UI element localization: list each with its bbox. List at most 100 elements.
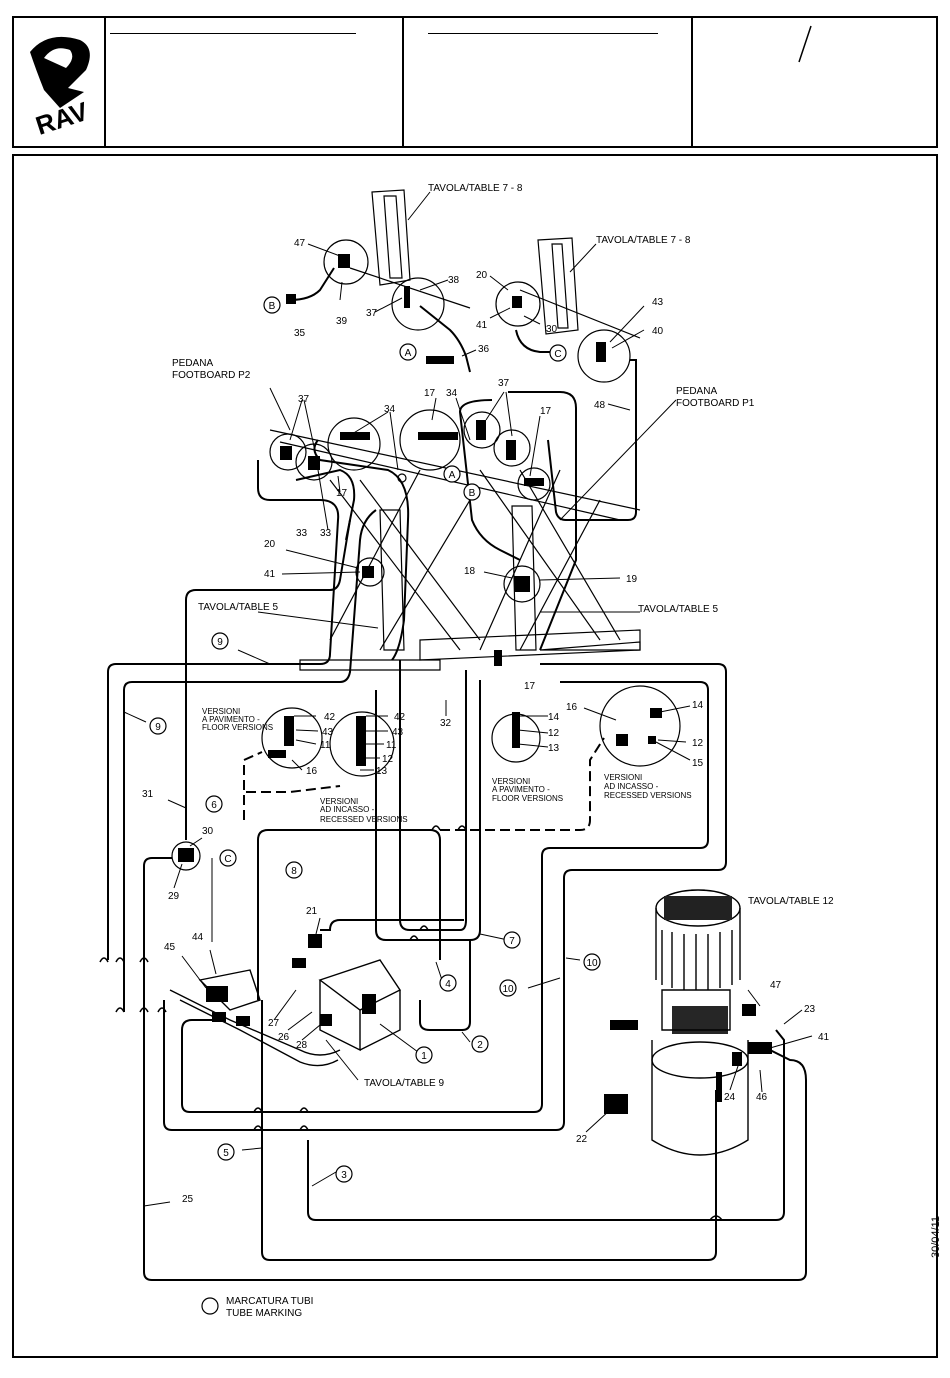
diagram-label: VERSIONI [202, 707, 240, 716]
diagram-label: 19 [626, 574, 638, 585]
diagram-label: TAVOLA/TABLE 7 - 8 [428, 183, 523, 194]
diagram-label: 17 [540, 406, 552, 417]
revision-date: 30/04/11 [930, 1215, 942, 1258]
diagram-label: 30 [202, 826, 214, 837]
diagram-label: 36 [478, 344, 490, 355]
diagram-label: FOOTBOARD P1 [676, 398, 755, 409]
diagram-label: 41 [264, 569, 276, 580]
marker-A-mid [443, 465, 461, 483]
diagram-label: 25 [182, 1194, 194, 1205]
diagram-label: A [405, 348, 412, 359]
diagram-label: 37 [298, 394, 310, 405]
diagram-label: 29 [168, 891, 180, 902]
diagram-label: 48 [594, 400, 606, 411]
diagram-label: 13 [548, 743, 560, 754]
diagram-label: 40 [652, 326, 664, 337]
diagram-label: AD INCASSO - [604, 782, 659, 791]
diagram-label: C [224, 854, 231, 865]
tube-25 [143, 857, 807, 1281]
legend-circle [201, 1297, 219, 1315]
tube-marking-10b [499, 979, 517, 997]
power-unit [651, 889, 749, 1156]
diagram-label: 32 [440, 718, 452, 729]
diagram-label: 1 [421, 1051, 427, 1062]
diagram-label: 34 [384, 404, 396, 415]
diagram-label: 43 [392, 727, 404, 738]
diagram-label: 17 [524, 681, 536, 692]
diagram-label: 47 [294, 238, 306, 249]
diagram-label: 37 [498, 378, 510, 389]
revision-slash [798, 25, 812, 63]
diagram-label: 8 [291, 866, 297, 877]
tube-marking-3 [335, 1165, 353, 1183]
tube-9 [107, 460, 377, 1012]
diagram-label: 18 [464, 566, 476, 577]
diagram-label: FOOTBOARD P2 [172, 370, 251, 381]
marker-C-top [549, 344, 567, 362]
tube-marking-4 [439, 974, 457, 992]
tube-marking-6 [205, 795, 223, 813]
diagram-label: B [269, 301, 276, 312]
diagram-label: A [449, 470, 456, 481]
tube-marking-circles [149, 296, 601, 1315]
diagram-label: 45 [164, 942, 176, 953]
diagram-label: FLOOR VERSIONS [202, 723, 273, 732]
tube-marking-7 [503, 931, 521, 949]
diagram-label: 16 [566, 702, 578, 713]
header-cell-1 [106, 18, 404, 146]
diagram-label: TAVOLA/TABLE 12 [748, 896, 834, 907]
diagram-label: 11 [320, 740, 331, 751]
diagram-label: 41 [818, 1032, 830, 1043]
logo-cell: RAV [14, 18, 106, 146]
marker-C-low [219, 849, 237, 867]
diagram-label: TUBE MARKING [226, 1308, 302, 1319]
diagram-label: 42 [324, 712, 336, 723]
diagram-label: 22 [576, 1134, 588, 1145]
diagram-label: 30 [546, 324, 558, 335]
diagram-label: TAVOLA/TABLE 9 [364, 1078, 444, 1089]
diagram-label: VERSIONI [320, 797, 358, 806]
drawing-frame [12, 154, 938, 1358]
diagram-label: 7 [509, 936, 515, 947]
diagram-label: 4 [445, 979, 451, 990]
diagram-label: C [554, 349, 561, 360]
table-labels: TAVOLA/TABLE 7 - 8 TAVOLA/TABLE 7 - 8 PE… [172, 183, 834, 1089]
diagram-label: 9 [155, 722, 161, 733]
tube-marking-2 [471, 1035, 489, 1053]
diagram-label: 20 [264, 539, 276, 550]
legend: MARCATURA TUBI TUBE MARKING [226, 1296, 313, 1319]
tube-8 [257, 829, 441, 1000]
diagram-label: 39 [336, 316, 348, 327]
diagram-label: 10 [586, 958, 598, 969]
upper-column-right [519, 237, 641, 339]
valve-block [169, 959, 402, 1067]
diagram-label: 9 [217, 637, 223, 648]
tube-5 [261, 1000, 717, 1261]
diagram-label: TAVOLA/TABLE 7 - 8 [596, 235, 691, 246]
diagram-label: 41 [476, 320, 488, 331]
diagram-label: 28 [296, 1040, 308, 1051]
diagram-label: 42 [394, 712, 406, 723]
diagram-label: 43 [652, 297, 664, 308]
diagram-label: 31 [142, 789, 154, 800]
diagram-label: 33 [320, 528, 332, 539]
diagram-label: RECESSED VERSIONS [604, 791, 692, 800]
fittings [178, 254, 772, 1114]
header-cell-3 [693, 18, 936, 146]
tube-3 [307, 1029, 785, 1221]
diagram-label: 3 [341, 1170, 347, 1181]
part-number-labels: 47 39 35 37 38 41 20 30 36 43 40 48 37 3… [142, 238, 830, 1205]
diagram-label: 2 [477, 1040, 483, 1051]
tube-marking-5 [217, 1143, 235, 1161]
rav-logo: RAV [30, 36, 92, 141]
diagram-label: VERSIONI [604, 773, 642, 782]
diagram-label: 12 [548, 728, 560, 739]
diagram-label: PEDANA [172, 358, 213, 369]
tube-main-right [163, 663, 727, 1131]
diagram-label: 11 [386, 740, 397, 751]
diagram-label: 47 [770, 980, 782, 991]
diagram-label: 14 [548, 712, 560, 723]
detail-circles [171, 239, 681, 871]
diagram-label: A PAVIMENTO - [492, 785, 550, 794]
diagram-label: 44 [192, 932, 204, 943]
